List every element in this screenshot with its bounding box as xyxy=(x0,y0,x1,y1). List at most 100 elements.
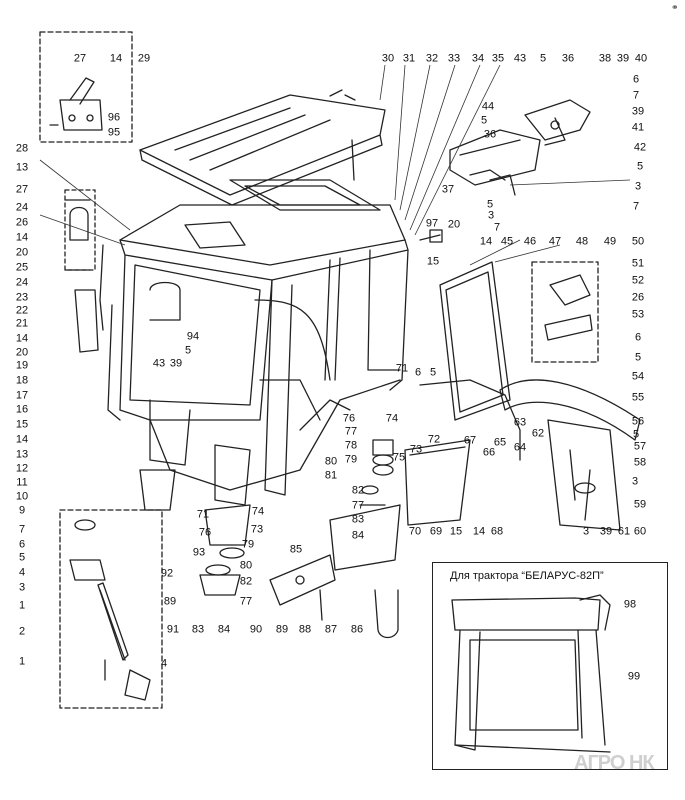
vent-housing xyxy=(449,129,541,196)
part-label: 82 xyxy=(351,484,365,497)
part-label: 11 xyxy=(16,476,28,489)
part-label: 79 xyxy=(241,538,255,551)
inset-title: Для трактора “БЕЛАРУС-82П” xyxy=(450,570,604,582)
part-label: 20 xyxy=(447,218,461,231)
roof-panel xyxy=(139,89,386,206)
part-label: 5 xyxy=(634,351,642,364)
part-label: 28 xyxy=(15,142,29,155)
part-label: 94 xyxy=(186,330,200,343)
part-label: 6 xyxy=(634,331,642,344)
part-label: 65 xyxy=(493,436,507,449)
part-label: 35 xyxy=(491,52,505,65)
part-label: 37 xyxy=(441,183,455,196)
watermark: АГРО НК xyxy=(574,752,655,774)
part-label: 6 xyxy=(414,366,422,379)
part-label: 5 xyxy=(539,52,547,65)
part-label: 51 xyxy=(631,257,645,270)
part-label: 73 xyxy=(250,523,264,536)
part-label: 3 xyxy=(631,475,639,488)
part-label: 16 xyxy=(15,403,29,416)
part-label: 58 xyxy=(633,456,647,469)
part-label: 3 xyxy=(634,180,642,193)
gas-strut-box xyxy=(59,509,163,709)
part-label: 70 xyxy=(408,525,422,538)
handrail xyxy=(419,379,521,461)
part-label: 39 xyxy=(169,357,183,370)
part-label: 18 xyxy=(15,374,29,387)
part-label: 14 xyxy=(109,52,123,65)
part-label: 54 xyxy=(631,370,645,383)
part-label: 27 xyxy=(73,52,87,65)
part-label: 55 xyxy=(631,391,645,404)
part-label: 5 xyxy=(486,198,494,211)
part-label: 21 xyxy=(15,317,29,330)
part-label: 34 xyxy=(471,52,485,65)
part-label: 83 xyxy=(191,623,205,636)
part-label: 44 xyxy=(481,100,495,113)
part-label: 5 xyxy=(480,114,488,127)
part-label: 57 xyxy=(633,440,647,453)
part-label: 49 xyxy=(603,235,617,248)
part-label: 84 xyxy=(351,529,365,542)
part-label: 84 xyxy=(217,623,231,636)
part-label: 80 xyxy=(239,559,253,572)
part-label: 27 xyxy=(15,183,29,196)
part-label: 76 xyxy=(342,412,356,425)
rear-fender xyxy=(499,379,641,531)
part-label: 22 xyxy=(15,304,29,317)
part-label: 38 xyxy=(598,52,612,65)
part-label: 14 xyxy=(472,525,486,538)
part-label: 30 xyxy=(381,52,395,65)
part-label: 86 xyxy=(350,623,364,636)
part-label: 39 xyxy=(616,52,630,65)
part-label: 80 xyxy=(324,455,338,468)
part-label: 7 xyxy=(493,221,501,234)
part-label: 60 xyxy=(633,525,647,538)
part-label: 98 xyxy=(623,598,637,611)
part-label: 19 xyxy=(15,359,29,372)
part-label: 29 xyxy=(137,52,151,65)
part-label: 99 xyxy=(627,670,641,683)
part-label: 6 xyxy=(632,73,640,86)
part-label: 74 xyxy=(385,412,399,425)
part-label: 5 xyxy=(18,551,26,564)
part-label: 61 xyxy=(617,525,631,538)
mirror-bracket xyxy=(524,99,591,146)
part-label: 42 xyxy=(633,141,647,154)
part-label: 24 xyxy=(15,201,29,214)
part-label: 52 xyxy=(631,274,645,287)
part-label: 4 xyxy=(18,566,26,579)
part-label: 24 xyxy=(15,276,29,289)
side-panel xyxy=(404,439,471,526)
part-label: 5 xyxy=(184,344,192,357)
part-label: 68 xyxy=(490,525,504,538)
part-label: 50 xyxy=(631,235,645,248)
part-label: 77 xyxy=(344,425,358,438)
u-bolt xyxy=(374,589,399,639)
part-label: 6 xyxy=(18,538,26,551)
part-label: 41 xyxy=(631,121,645,134)
part-label: 66 xyxy=(482,446,496,459)
part-label: 81 xyxy=(324,469,338,482)
part-label: 47 xyxy=(548,235,562,248)
part-label: 32 xyxy=(425,52,439,65)
left-door-glass xyxy=(64,189,121,421)
part-label: 83 xyxy=(351,513,365,526)
part-label: 96 xyxy=(107,111,121,124)
leader-lines xyxy=(39,64,631,266)
part-label: 56 xyxy=(631,415,645,428)
part-label: 9 xyxy=(18,504,26,517)
part-label: 1 xyxy=(18,599,26,612)
part-label: 26 xyxy=(15,216,29,229)
part-label: 78 xyxy=(344,439,358,452)
part-label: 31 xyxy=(402,52,416,65)
part-label: 71 xyxy=(196,508,210,521)
part-label: 43 xyxy=(152,357,166,370)
part-label: 63 xyxy=(513,416,527,429)
part-label: 5 xyxy=(636,160,644,173)
part-label: 73 xyxy=(409,443,423,456)
part-label: 5 xyxy=(429,366,437,379)
part-label: 43 xyxy=(513,52,527,65)
part-label: 59 xyxy=(633,498,647,511)
